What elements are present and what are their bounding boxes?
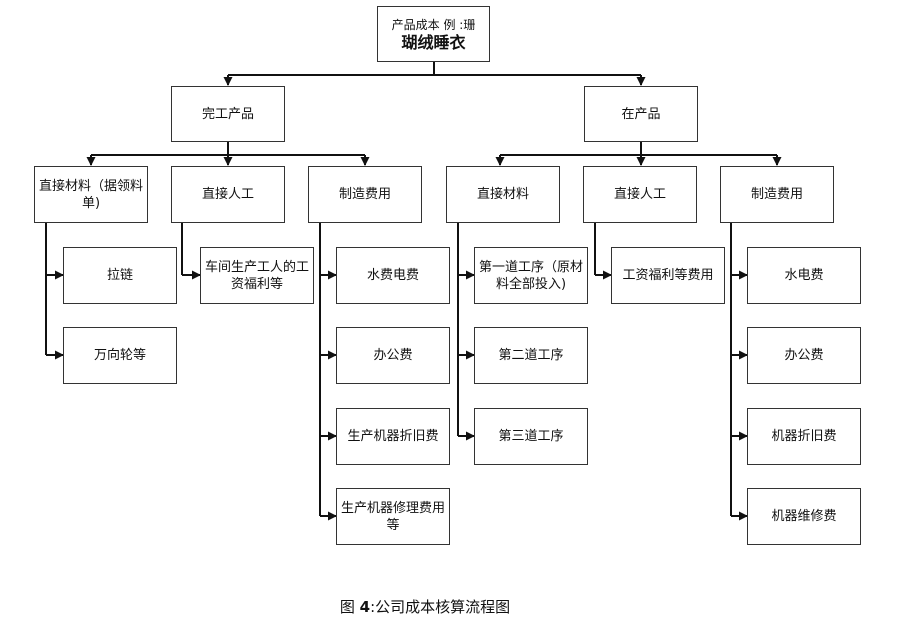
fin-overhead-item-4-label: 生产机器修理费用等	[341, 500, 446, 533]
root-title-line2: 瑚绒睡衣	[401, 33, 466, 52]
wip-overhead-item-1: 水电费	[747, 247, 861, 304]
wip-overhead-label: 制造费用	[750, 187, 803, 202]
wip-material-label: 直接材料	[476, 187, 529, 202]
caption-number: 4	[359, 598, 371, 616]
wip-overhead-item-1-label: 水电费	[784, 268, 824, 283]
wip-overhead-item-2-label: 办公费	[784, 348, 824, 363]
fin-overhead-item-3: 生产机器折旧费	[336, 408, 450, 465]
fin-material-item-2: 万向轮等	[63, 327, 177, 384]
wip-labor-item-1: 工资福利等费用	[611, 247, 725, 304]
figure-caption: 图 4:公司成本核算流程图	[0, 596, 850, 617]
fin-labor-item-1-label: 车间生产工人的工资福利等	[205, 259, 310, 292]
fin-material-label: 直接材料（据领料单)	[39, 178, 144, 211]
wip-overhead-item-3: 机器折旧费	[747, 408, 861, 465]
wip-labor-label: 直接人工	[613, 187, 666, 202]
wip-overhead-item-4-label: 机器维修费	[771, 509, 837, 524]
fin-material-item-2-label: 万向轮等	[93, 348, 146, 363]
caption-prefix: 图	[339, 598, 360, 616]
root-node: 产品成本 例 :珊 瑚绒睡衣	[377, 6, 490, 62]
root-title-line1: 产品成本 例 :珊	[391, 18, 476, 32]
fin-overhead-node: 制造费用	[308, 166, 422, 223]
fin-overhead-item-3-label: 生产机器折旧费	[347, 429, 439, 444]
wip-labor-item-1-label: 工资福利等费用	[622, 268, 714, 283]
wip-material-item-1: 第一道工序（原材料全部投入)	[474, 247, 588, 304]
finished-products-node: 完工产品	[171, 86, 285, 142]
finished-products-label: 完工产品	[201, 106, 254, 122]
fin-overhead-item-1-label: 水费电费	[366, 268, 419, 283]
wip-overhead-item-4: 机器维修费	[747, 488, 861, 545]
caption-text: :公司成本核算流程图	[370, 598, 511, 616]
fin-material-node: 直接材料（据领料单)	[34, 166, 148, 223]
wip-overhead-node: 制造费用	[720, 166, 834, 223]
fin-material-item-1-label: 拉链	[106, 268, 133, 283]
fin-overhead-item-4: 生产机器修理费用等	[336, 488, 450, 545]
fin-labor-label: 直接人工	[201, 187, 254, 202]
wip-labor-node: 直接人工	[583, 166, 697, 223]
wip-material-item-3: 第三道工序	[474, 408, 588, 465]
wip-material-item-2: 第二道工序	[474, 327, 588, 384]
wip-material-item-2-label: 第二道工序	[498, 348, 564, 363]
fin-overhead-item-2: 办公费	[336, 327, 450, 384]
wip-overhead-item-2: 办公费	[747, 327, 861, 384]
fin-overhead-item-1: 水费电费	[336, 247, 450, 304]
wip-label: 在产品	[621, 106, 661, 122]
fin-labor-node: 直接人工	[171, 166, 285, 223]
wip-overhead-item-3-label: 机器折旧费	[771, 429, 837, 444]
fin-overhead-item-2-label: 办公费	[373, 348, 413, 363]
fin-overhead-label: 制造费用	[338, 187, 391, 202]
fin-material-item-1: 拉链	[63, 247, 177, 304]
wip-node: 在产品	[584, 86, 698, 142]
wip-material-node: 直接材料	[446, 166, 560, 223]
wip-material-item-1-label: 第一道工序（原材料全部投入)	[479, 259, 584, 292]
wip-material-item-3-label: 第三道工序	[498, 429, 564, 444]
fin-labor-item-1: 车间生产工人的工资福利等	[200, 247, 314, 304]
